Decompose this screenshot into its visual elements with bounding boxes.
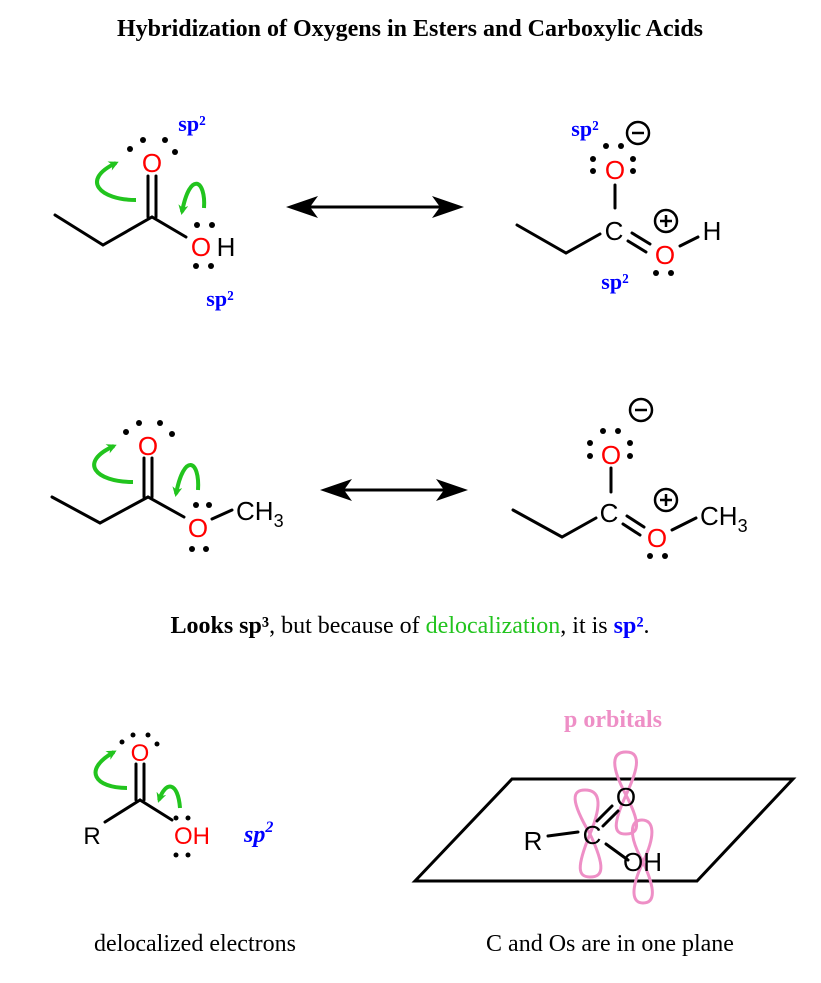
oxygen-anion: O: [601, 440, 621, 470]
sp2-label: sp²: [601, 269, 629, 294]
delocalization-caption: Looks sp³, but because of delocalization…: [170, 613, 649, 639]
oxygen-ester: O: [188, 513, 208, 543]
curved-arrow: [93, 750, 128, 790]
curved-arrow: [95, 161, 137, 202]
oxygen-hydroxyl: O: [191, 232, 211, 262]
curved-arrow: [178, 181, 207, 215]
curved-arrow: [156, 784, 182, 809]
planar-orbital-diagram: p orbitals R C O OH: [411, 707, 797, 905]
positive-charge-icon: [653, 208, 679, 234]
one-plane-caption: C and Os are in one plane: [486, 931, 734, 957]
oxygen-cation: O: [655, 240, 675, 270]
molecular-plane: [411, 777, 797, 883]
curved-arrow: [92, 444, 134, 484]
r-group: R: [524, 826, 543, 856]
oxygen-carbonyl: O: [142, 148, 162, 178]
positive-charge-icon: [653, 487, 679, 513]
lone-pairs: [127, 137, 215, 269]
carbon: C: [600, 498, 619, 528]
carboxylic-acid-structure: O O H sp² sp²: [53, 111, 236, 311]
ester-resonance-structure: C O O CH3: [511, 397, 748, 559]
title: Hybridization of Oxygens in Esters and C…: [117, 16, 703, 42]
p-orbital: [573, 788, 603, 879]
oxygen-carbonyl: O: [138, 431, 158, 461]
lone-pairs: [587, 428, 668, 559]
hydroxyl-group: OH: [623, 847, 662, 877]
hydroxyl-group: OH: [174, 823, 210, 850]
sp2-label: sp²: [178, 111, 206, 136]
sp2-label: sp2: [243, 819, 273, 848]
curved-arrow: [172, 463, 201, 497]
carbon: C: [583, 820, 602, 850]
resonance-arrow: [286, 196, 464, 218]
p-orbital: [630, 818, 654, 905]
ester-structure: O O CH3: [50, 420, 284, 552]
sp2-label: sp²: [571, 116, 599, 141]
negative-charge-icon: [628, 397, 654, 423]
oxygen-anion: O: [605, 155, 625, 185]
acid-resonance-structure: C O O H sp² sp²: [515, 116, 722, 294]
oxygen-cation: O: [647, 523, 667, 553]
methyl-group: CH3: [700, 501, 748, 536]
p-orbitals-label: p orbitals: [564, 707, 662, 733]
carbon: C: [605, 216, 624, 246]
p-orbital: [613, 750, 638, 836]
oxygen-carbonyl: O: [131, 740, 150, 767]
hydrogen: H: [217, 232, 236, 262]
lone-pairs: [590, 143, 674, 276]
resonance-arrow: [320, 479, 468, 501]
methyl-group: CH3: [236, 496, 284, 531]
r-group: R: [83, 823, 100, 850]
negative-charge-icon: [625, 120, 651, 146]
delocalized-electrons-caption: delocalized electrons: [94, 931, 296, 957]
sp2-label: sp²: [206, 286, 234, 311]
oxygen-carbonyl: O: [616, 782, 636, 812]
lone-pairs: [119, 732, 191, 858]
hydrogen: H: [703, 216, 722, 246]
lone-pairs: [123, 420, 212, 552]
delocalized-acid-structure: R O OH sp2: [83, 732, 273, 858]
